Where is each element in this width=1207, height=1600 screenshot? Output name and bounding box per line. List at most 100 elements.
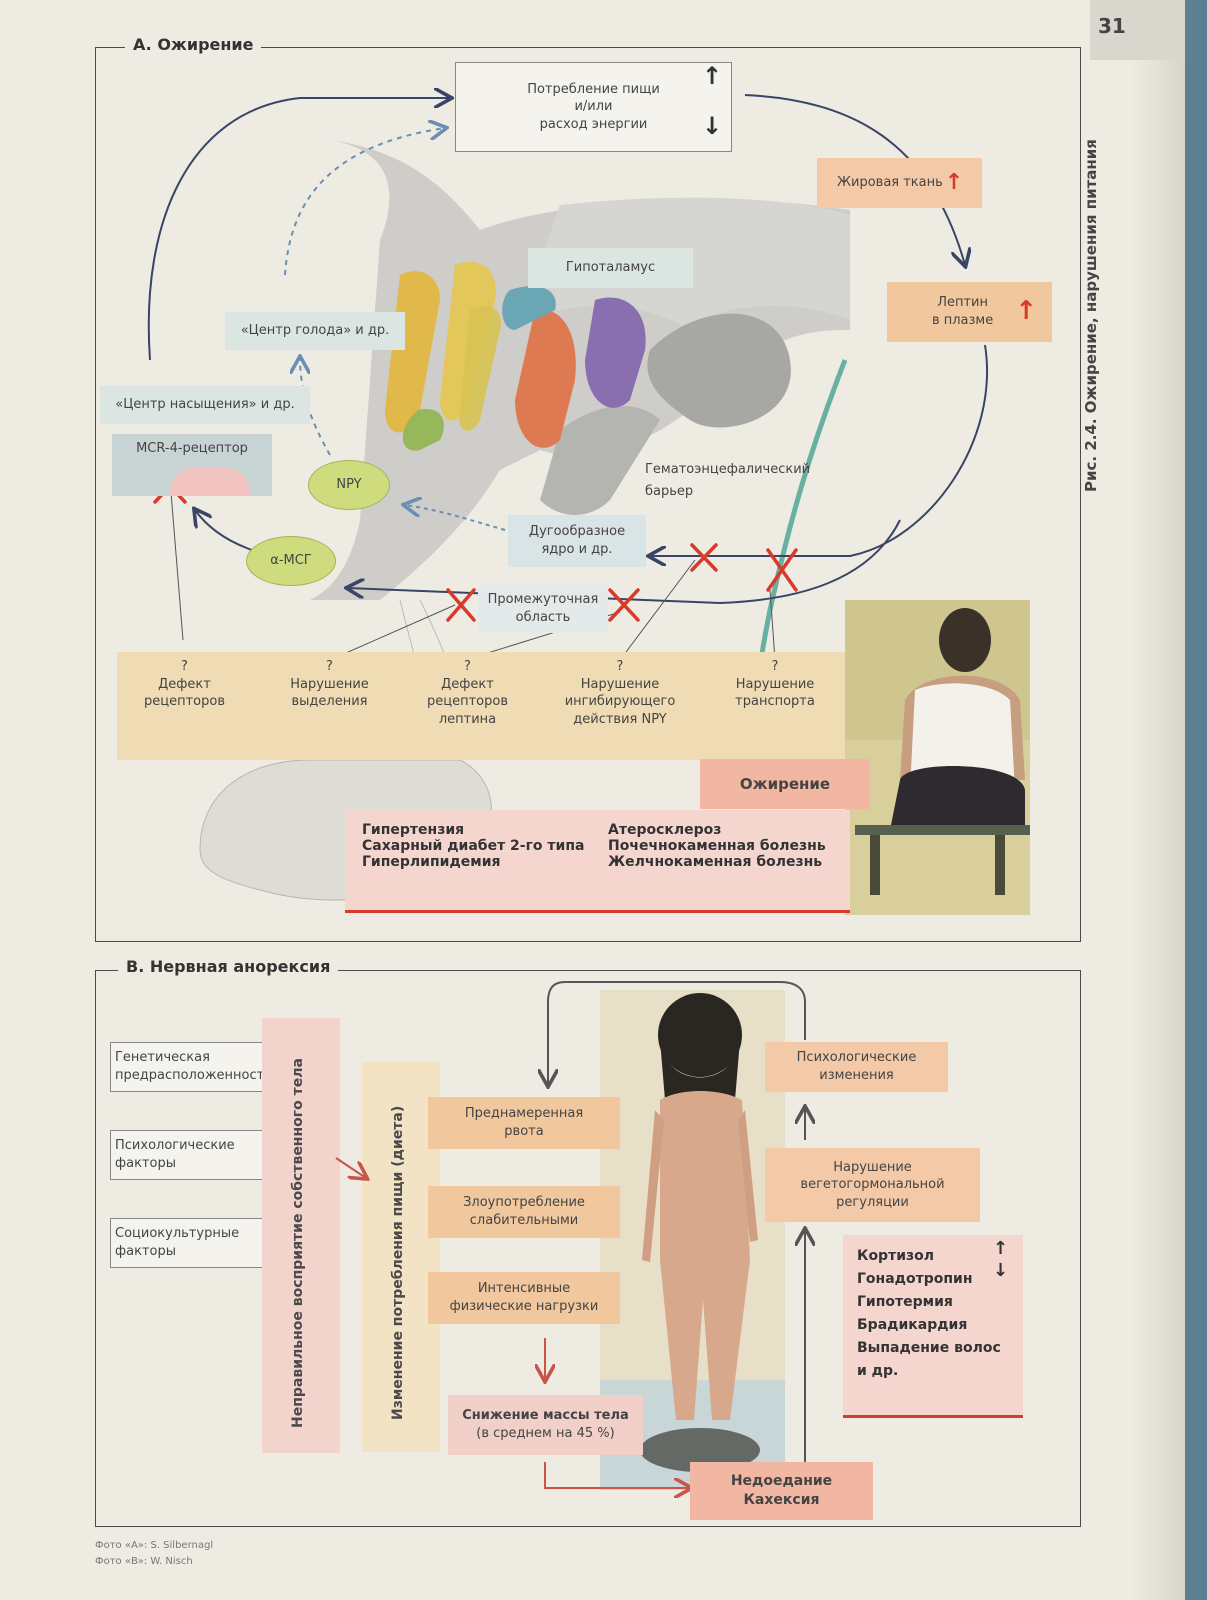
complication-item: Гипертензия: [362, 822, 465, 838]
photo-credit-b: Фото «B»: W. Nisch: [95, 1556, 193, 1567]
plasma-leptin-box: Лептин в плазме ↑: [887, 282, 1052, 342]
symptom-item: Гипотермия: [857, 1294, 953, 1310]
defect-secretion: ? Нарушение выделения: [262, 658, 397, 758]
adipose-tissue-label: Жировая ткань: [837, 175, 943, 191]
arcuate-nucleus-box: Дугообразное ядро и др.: [508, 515, 646, 567]
arrow-down-icon: ↓: [993, 1260, 1009, 1281]
arrow-up-icon: ↑: [702, 62, 723, 90]
complications-left: Гипертензия Сахарный диабет 2-го типа Ги…: [362, 822, 584, 870]
psych-line: изменения: [819, 1068, 894, 1083]
defect-line: Нарушение: [290, 676, 369, 692]
symptom-item: Гонадотропин: [857, 1271, 973, 1287]
defect-line: действия NPY: [573, 711, 667, 727]
complication-item: Желчнокаменная болезнь: [608, 854, 823, 870]
defect-line: рецепторов: [144, 694, 225, 710]
mcr4-receptor-shape: [170, 468, 250, 496]
behavior-exercise: Интенсивные физические нагрузки: [428, 1272, 620, 1324]
behavior-line: слабительными: [469, 1213, 579, 1228]
arrow-up-icon: ↑: [1015, 296, 1038, 327]
block-x-icon-arcuate: [690, 543, 718, 572]
behavior-line: физические нагрузки: [449, 1299, 599, 1314]
arcuate-line-1: Дугообразное: [528, 524, 626, 540]
symptom-item: Брадикардия: [857, 1317, 968, 1333]
block-x-icon-leptin-receptor: [608, 588, 640, 622]
defect-npy-inhibition: ? Нарушение ингибирующего действия NPY: [545, 658, 695, 758]
psych-changes-box: Психологические изменения: [765, 1042, 948, 1092]
leptin-line-2: в плазме: [931, 313, 994, 328]
complications-box: [345, 810, 850, 913]
intermediate-line-2: область: [515, 610, 571, 625]
defect-line: Нарушение: [580, 676, 660, 692]
complications-right: Атеросклероз Почечнокаменная болезнь Жел…: [608, 822, 826, 870]
obesity-label: Ожирение: [739, 774, 831, 793]
weight-loss-box: Снижение массы тела (в среднем на 45 %): [448, 1395, 643, 1455]
page-number: 31: [1098, 14, 1126, 38]
amsh-oval: α-МСГ: [246, 536, 336, 586]
panel-a-title: A. Ожирение: [125, 35, 262, 54]
weight-loss-label: Снижение массы тела: [462, 1408, 629, 1424]
regulation-line: Нарушение: [833, 1159, 912, 1175]
food-intake-box: Потребление пищи и/или расход энергии: [455, 62, 732, 152]
leptin-line-1: Лептин: [937, 295, 988, 311]
arrow-up-icon: ↑: [944, 170, 964, 196]
complication-item: Атеросклероз: [608, 822, 722, 838]
bbb-label-1: Гематоэнцефалический: [645, 462, 811, 477]
panel-b-title: B. Нервная анорексия: [118, 957, 339, 976]
intermediate-area-box: Промежуточная область: [478, 585, 608, 633]
cause-line: предрасположенность: [115, 1068, 272, 1083]
defect-leptin-receptors: ? Дефект рецепторов лептина: [400, 658, 535, 758]
hunger-center-label: «Центр голода» и др.: [225, 312, 405, 350]
mcr4-receptor-label: MCR-4-рецептор: [136, 441, 248, 456]
food-intake-line-2: и/или: [574, 99, 613, 115]
defect-receptors: ? Дефект рецепторов: [117, 658, 252, 758]
symptoms-box: [843, 1235, 1023, 1418]
behavior-line: Преднамеренная: [464, 1106, 584, 1122]
defect-question: ?: [464, 659, 471, 674]
page-number-tab: [1090, 0, 1185, 60]
symptoms-list: Кортизол Гонадотропин Гипотермия Брадика…: [857, 1248, 1001, 1379]
cachexia-box: Недоедание Кахексия: [690, 1462, 873, 1520]
behavior-line: Злоупотребление: [463, 1195, 585, 1211]
intermediate-line-1: Промежуточная: [487, 592, 599, 608]
complication-item: Почечнокаменная болезнь: [608, 838, 826, 854]
cause-line: Генетическая: [115, 1050, 210, 1066]
behavior-line: Интенсивные: [477, 1281, 571, 1297]
symptom-item: Кортизол: [857, 1248, 935, 1264]
npy-label: NPY: [336, 477, 362, 493]
symptom-item: и др.: [857, 1363, 899, 1379]
defect-line: ингибирующего: [564, 694, 676, 710]
defect-line: лептина: [438, 711, 497, 727]
cause-line: Социокультурные: [115, 1226, 240, 1242]
food-intake-line-3: расход энергии: [539, 116, 648, 132]
hypothalamus-label: Гипоталамус: [528, 248, 693, 288]
cachexia-line: Кахексия: [743, 1492, 820, 1508]
defect-line: выделения: [291, 694, 368, 710]
regulation-box: Нарушение вегетогормональной регуляции: [765, 1148, 980, 1222]
panel-b-frame: [95, 970, 1081, 1527]
arrow-down-icon: ↓: [702, 112, 723, 140]
cause-sociocultural: Социокультурные факторы: [110, 1218, 282, 1268]
defect-line: рецепторов: [427, 694, 508, 710]
panel-a-frame: [95, 47, 1081, 942]
defect-line: Дефект: [441, 676, 494, 692]
defect-question: ?: [771, 659, 779, 674]
behavior-line: рвота: [504, 1124, 544, 1139]
behavior-laxatives: Злоупотребление слабительными: [428, 1186, 620, 1238]
defect-line: Дефект: [158, 676, 211, 692]
regulation-line: вегетогормональной: [800, 1177, 945, 1193]
body-image-bar: [262, 1018, 340, 1453]
diet-bar: [362, 1062, 440, 1452]
amsh-label: α-МСГ: [270, 553, 312, 569]
defects-strip: [117, 652, 857, 760]
defect-question: ?: [616, 659, 624, 674]
behavior-vomiting: Преднамеренная рвота: [428, 1097, 620, 1149]
psych-line: Психологические: [796, 1050, 917, 1066]
obesity-box: Ожирение: [700, 759, 870, 809]
complication-item: Сахарный диабет 2-го типа: [362, 838, 585, 854]
defect-line: транспорта: [735, 694, 815, 710]
block-x-icon-transport: [766, 548, 798, 592]
adipose-tissue-box: Жировая ткань ↑: [817, 158, 982, 208]
